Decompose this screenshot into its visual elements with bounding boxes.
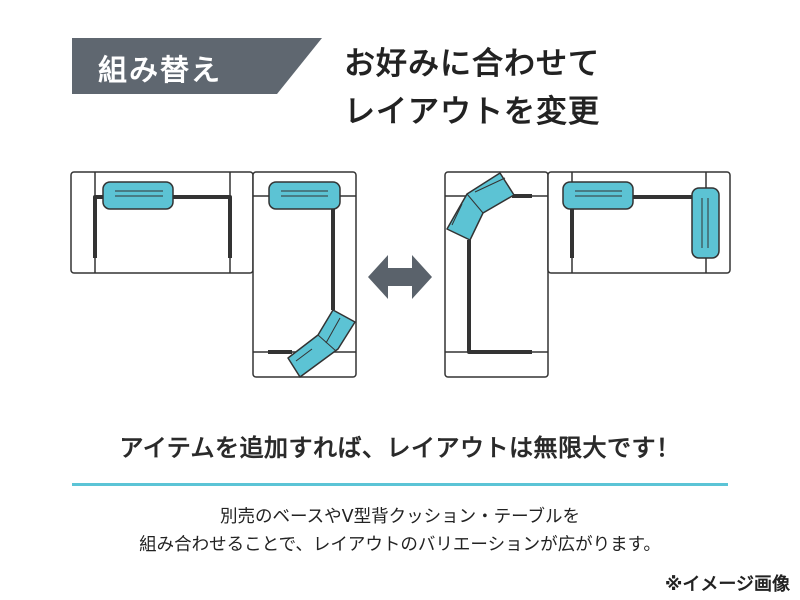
sofa-module-vertical: [444, 171, 549, 378]
image-note: ※イメージ画像: [664, 574, 790, 595]
double-arrow-icon: [368, 255, 432, 299]
side-cushion-icon: [691, 187, 720, 259]
back-cushion-icon: [268, 181, 341, 210]
sofa-module-horizontal: [547, 171, 731, 274]
tagline: アイテムを追加すれば、レイアウトは無限大です！: [119, 434, 681, 462]
layout-after: [444, 171, 731, 378]
description-line2: 組み合わせることで、レイアウトのバリエーションが広がります。: [139, 535, 661, 555]
v-back-cushion-icon: [287, 309, 356, 378]
section-badge: 組み替え: [72, 38, 322, 94]
badge-label: 組み替え: [98, 53, 223, 87]
sofa-module-horizontal: [70, 171, 254, 274]
accent-divider: [72, 483, 728, 486]
layout-before: [70, 171, 357, 378]
v-back-cushion-icon: [446, 172, 515, 241]
description-line1: 別売のベースやV型背クッション・テーブルを: [219, 507, 581, 527]
headline-line2: レイアウトを変更: [344, 94, 600, 130]
headline: お好みに合わせて レイアウトを変更: [344, 40, 600, 136]
sofa-module-vertical: [252, 171, 357, 378]
headline-line1: お好みに合わせて: [344, 46, 600, 82]
description: 別売のベースやV型背クッション・テーブルを 組み合わせることで、レイアウトのバリ…: [0, 503, 800, 559]
back-cushion-icon: [102, 181, 174, 210]
back-cushion-icon: [562, 181, 634, 210]
